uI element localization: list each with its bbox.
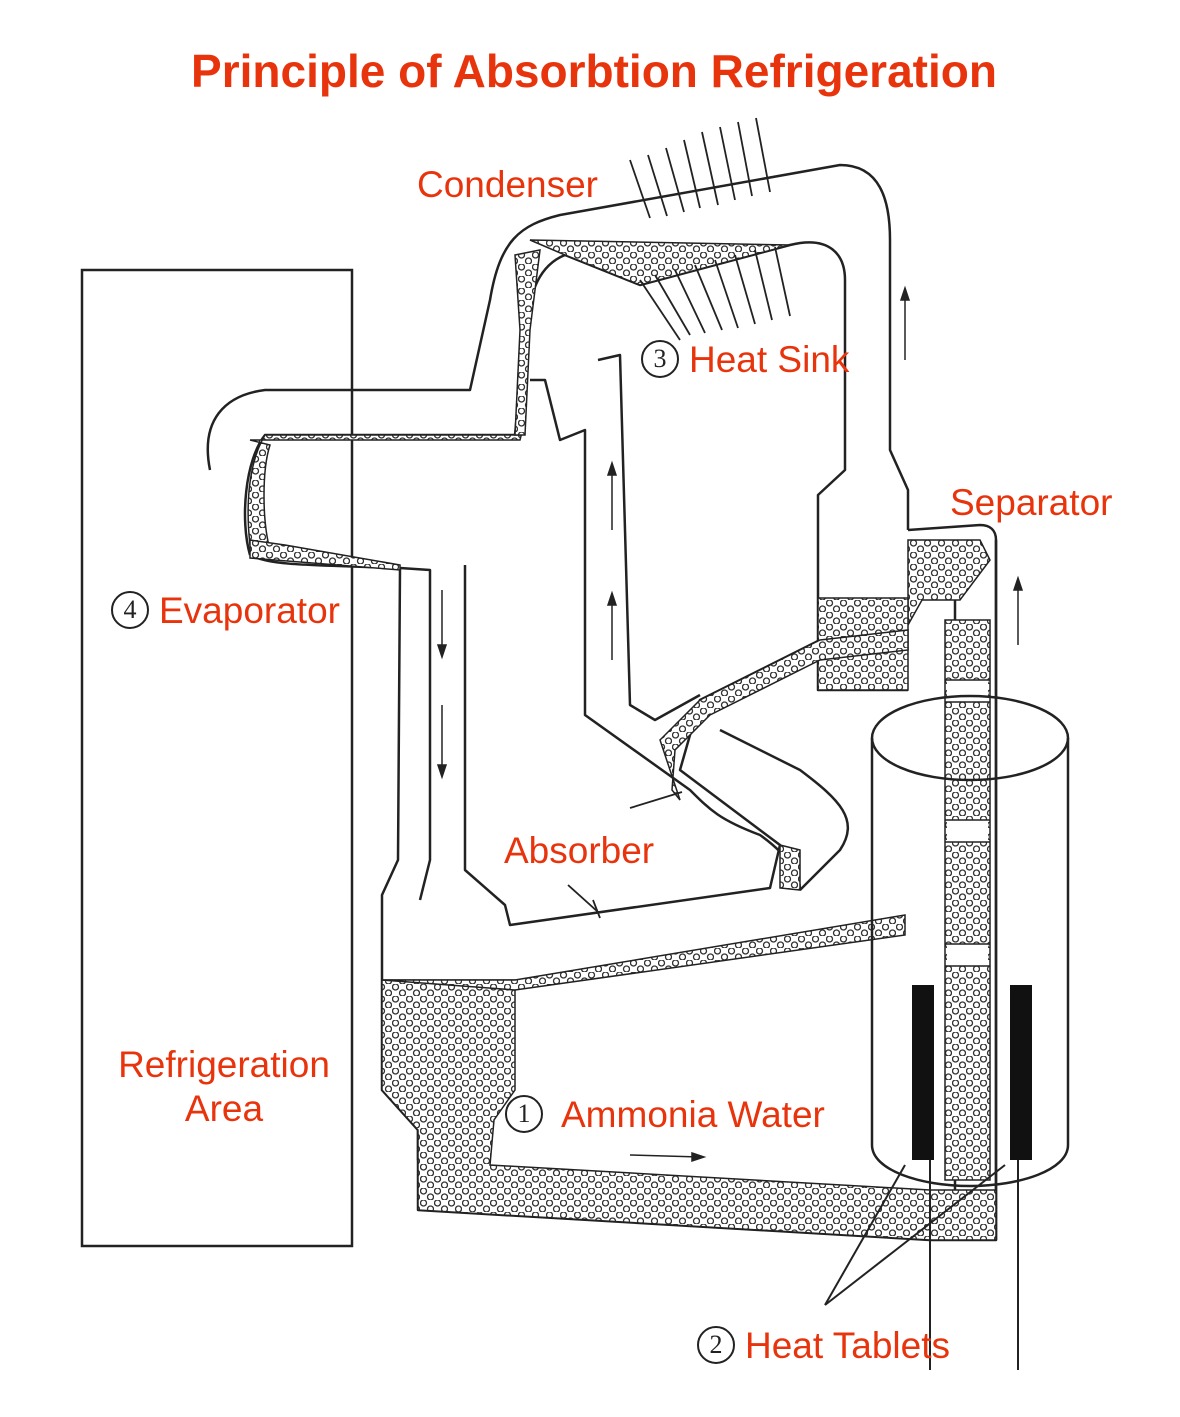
evaporator-number: 4 bbox=[111, 591, 149, 630]
ammonia-water-number: 1 bbox=[505, 1095, 543, 1134]
heat-sink-text: Heat Sink bbox=[689, 339, 850, 380]
heat-sink-label: 3 Heat Sink bbox=[641, 339, 850, 381]
evaporator-text: Evaporator bbox=[159, 590, 340, 631]
page-title: Principle of Absorbtion Refrigeration bbox=[191, 45, 997, 97]
separator-label: Separator bbox=[950, 482, 1113, 523]
ammonia-water-label: 1 Ammonia Water bbox=[505, 1094, 825, 1136]
pointer-lines bbox=[567, 791, 683, 919]
heat-tablet-right bbox=[1010, 985, 1032, 1160]
ammonia-water-text: Ammonia Water bbox=[561, 1094, 825, 1135]
condenser-label: Condenser bbox=[417, 164, 599, 205]
refrigeration-area-label-line1: Refrigeration bbox=[118, 1044, 330, 1085]
heat-tablets-label: 2 Heat Tablets bbox=[697, 1325, 950, 1367]
evaporator-label: 4 Evaporator bbox=[111, 590, 340, 632]
heat-tablets-text: Heat Tablets bbox=[745, 1325, 950, 1366]
refrigeration-area-box bbox=[80, 268, 354, 1248]
heat-tablets-number: 2 bbox=[697, 1326, 735, 1365]
heat-sink-number: 3 bbox=[641, 340, 679, 379]
tablet-leads bbox=[824, 1160, 1019, 1370]
absorber-label: Absorber bbox=[504, 830, 655, 871]
heat-tablet-left bbox=[912, 985, 934, 1160]
liquid-regions bbox=[247, 239, 997, 1241]
refrigeration-area-label-line2: Area bbox=[184, 1088, 264, 1129]
heat-sink-fins bbox=[629, 117, 791, 341]
separator-bands bbox=[947, 680, 988, 966]
flow-arrows bbox=[436, 285, 1024, 1163]
heater-cylinder bbox=[870, 694, 1070, 1188]
